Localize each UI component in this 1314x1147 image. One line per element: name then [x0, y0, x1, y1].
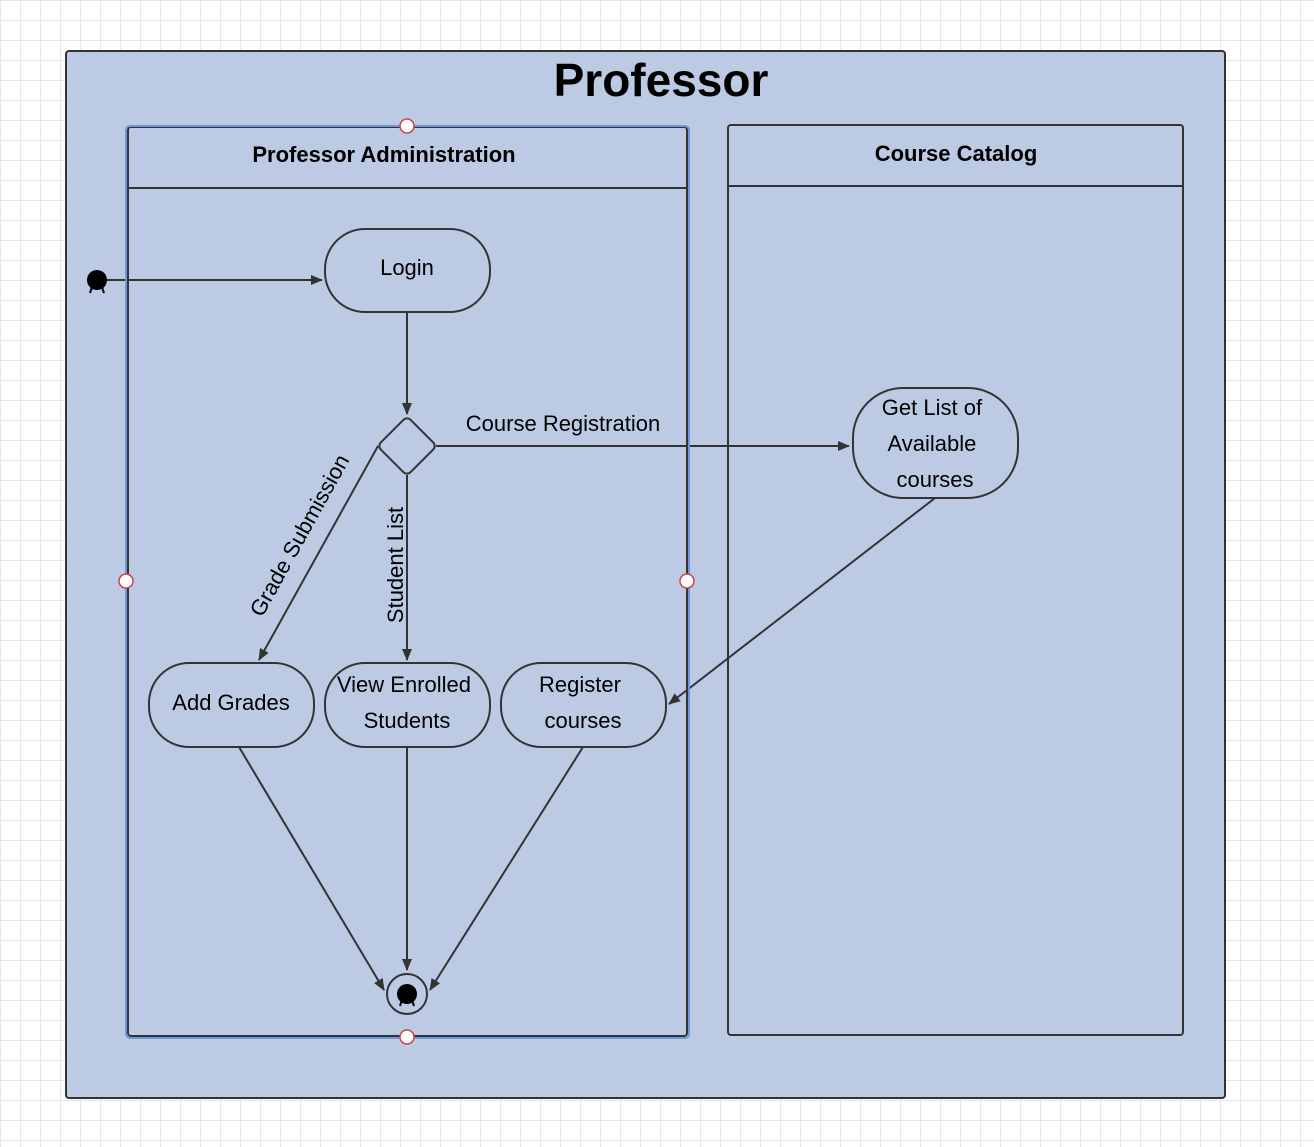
action-add-grades[interactable]: Add Grades — [148, 662, 315, 748]
action-get-list[interactable]: Get List of Available courses — [852, 387, 1019, 499]
action-view-enrolled-label: View Enrolled Students — [337, 672, 477, 733]
action-register-courses[interactable]: Register courses — [500, 662, 667, 748]
resize-handle-bottom[interactable] — [399, 1029, 415, 1045]
action-register-courses-label: Register courses — [539, 672, 627, 733]
lane-course-catalog[interactable]: Course Catalog — [727, 124, 1184, 1036]
action-login[interactable]: Login — [324, 228, 491, 313]
decision-node[interactable] — [377, 416, 436, 475]
lane-title-admin: Professor Administration — [252, 142, 515, 167]
professor-container[interactable] — [65, 50, 1226, 1099]
resize-handle-right[interactable] — [679, 573, 695, 589]
action-get-list-label: Get List of Available courses — [882, 395, 988, 492]
action-add-grades-label: Add Grades — [172, 690, 289, 715]
edge-add-grades-end[interactable] — [238, 746, 385, 991]
diagram-title: Professor — [554, 54, 769, 106]
start-node[interactable] — [87, 270, 107, 294]
resize-handle-top[interactable] — [399, 118, 415, 134]
edge-label-course-registration: Course Registration — [466, 411, 660, 436]
lane-title-catalog: Course Catalog — [875, 141, 1038, 166]
action-view-enrolled[interactable]: View Enrolled Students — [324, 662, 491, 748]
edge-register-end[interactable] — [429, 746, 584, 991]
action-login-label: Login — [380, 255, 434, 280]
end-node[interactable] — [386, 973, 428, 1015]
edge-decision-add-grades[interactable] — [258, 445, 379, 661]
edge-get-list-register[interactable] — [668, 497, 936, 705]
edge-label-student-list: Student List — [383, 507, 408, 623]
resize-handle-left[interactable] — [118, 573, 134, 589]
